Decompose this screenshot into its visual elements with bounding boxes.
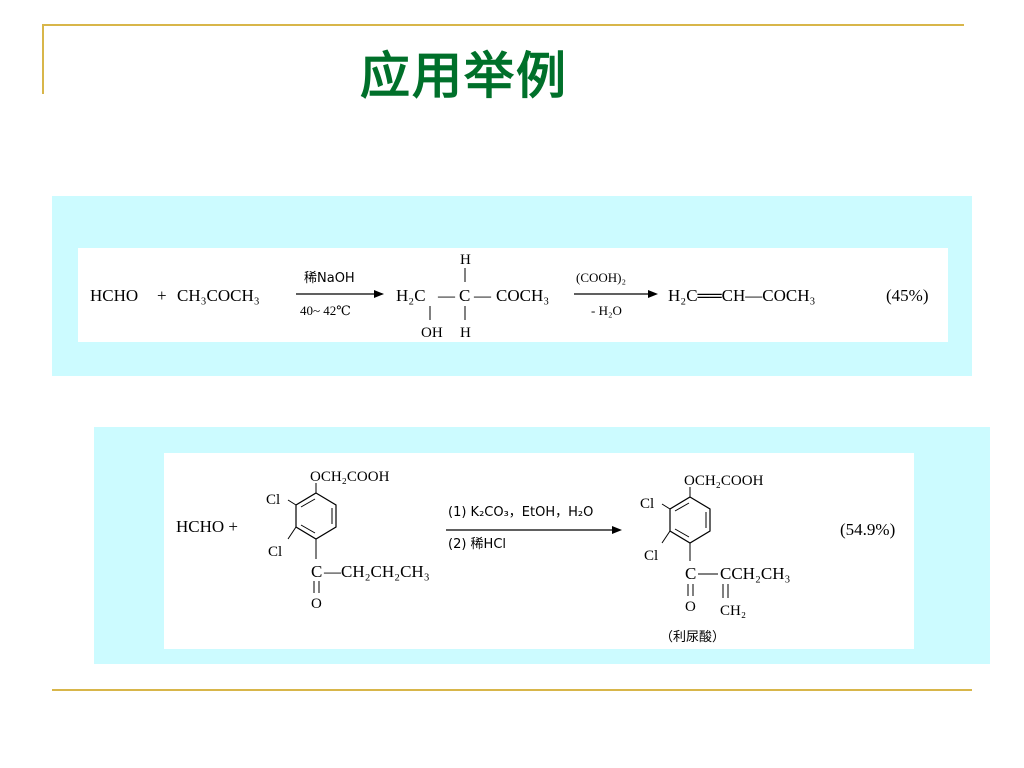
s2-reagent-line-1: (1) K₂CO₃，EtOH，H₂O [448,505,593,520]
s2-product-cl-2: Cl [644,548,658,564]
s1-int-center-c: C [459,286,470,305]
s2-reactant-ring-double-bond-3 [300,524,316,534]
s2-product-cl-1: Cl [640,496,654,512]
s2-reactant-cl-1: Cl [266,492,280,508]
s2-yield: (54.9%) [840,520,895,539]
s1-int-bottom-h: H [460,325,471,341]
s2-reagent-line-2: (2) 稀HCl [448,537,506,552]
s2-reactant-carbonyl-c: C [311,562,322,581]
s1-int-left-group: H₂C [396,286,426,305]
s2-reactant-chain: —CH₂CH₂CH₃ [323,562,430,581]
s2-reactant-ring-double-bond-2 [300,498,316,508]
s1-yield: (45%) [886,286,928,305]
reaction-scheme-1: HCHO + CH₃COCH₃ 稀NaOH 40~ 42℃ H H₂C — C … [78,248,948,342]
s2-product-ch2: CH₂ [720,603,746,619]
s1-product: H₂C══CH—COCH₃ [668,286,815,305]
s1-int-right-group: COCH₃ [496,286,549,305]
s1-arrow-1-head [374,290,384,298]
reaction-scheme-2-svg: HCHO + OCH₂COOH Cl Cl C —CH₂CH₂CH₃ O (1)… [176,469,895,645]
s1-int-dash-2: — [473,286,492,305]
s2-reactant-bond-cl-2 [287,526,297,540]
s2-reactant-substituent-top: OCH₂COOH [310,469,390,485]
s1-int-bottom-oh: OH [421,325,443,341]
s2-arrow-head [612,526,622,534]
s2-product-carbonyl-c: C [685,564,696,583]
frame-bottom-line [52,689,972,691]
s1-reactant-2: CH₃COCH₃ [177,286,260,305]
s2-product-substituent-top: OCH₂COOH [684,473,764,489]
s2-product-ring [669,496,711,544]
s1-step1-reagent: 稀NaOH [304,271,355,286]
s2-product-ring-double-bond-3 [674,528,690,538]
reaction-scheme-2: HCHO + OCH₂COOH Cl Cl C —CH₂CH₂CH₃ O (1)… [164,453,914,649]
s1-step1-conditions: 40~ 42℃ [300,303,351,318]
s2-product-carbonyl-o: O [685,599,696,615]
s1-step2-conditions: - H₂O [591,303,622,318]
s1-plus: + [157,286,167,305]
s2-reactant-cl-2: Cl [268,544,282,560]
s2-reactant-ring [295,492,337,540]
s1-arrow-2-head [648,290,658,298]
s2-product-chain: CCH₂CH₃ [720,564,790,583]
s2-product-name: （利尿酸） [660,630,725,645]
s2-reactant-1: HCHO + [176,517,238,536]
s2-reactant-carbonyl-o: O [311,596,322,612]
s2-product-bond-cl-1 [661,503,671,510]
frame-left-line [42,24,44,94]
frame-top-line [42,24,964,26]
s1-reactant-1: HCHO [90,286,138,305]
s1-int-dash-1: — [437,286,456,305]
s2-product-ring-double-bond-2 [674,502,690,512]
reaction-scheme-1-svg: HCHO + CH₃COCH₃ 稀NaOH 40~ 42℃ H H₂C — C … [90,252,928,341]
s1-int-top-h: H [460,252,471,268]
slide-title: 应用举例 [360,46,568,105]
s1-step2-reagent: (COOH)₂ [576,270,626,285]
s2-reactant-bond-cl-1 [287,499,297,506]
s2-product-bond-cl-2 [661,530,671,544]
